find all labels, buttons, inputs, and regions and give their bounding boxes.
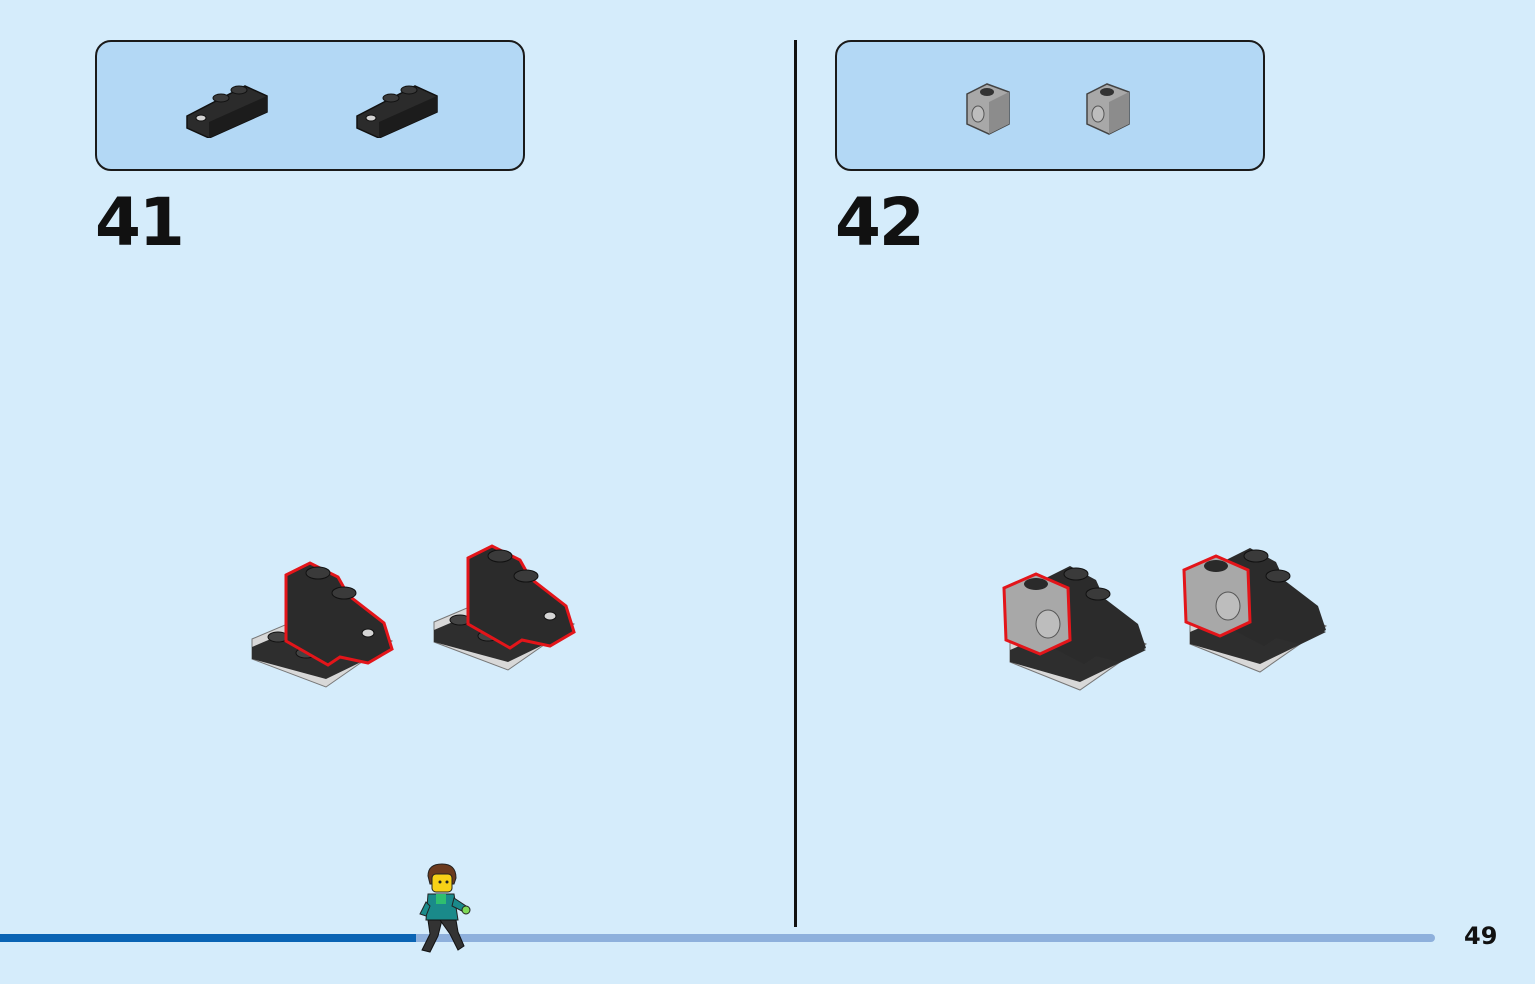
step-42-model-right <box>1182 548 1328 673</box>
step-41-model-right <box>433 544 576 671</box>
light-gray-1x1-technic-brick-icon <box>966 83 1010 135</box>
parts-callout-step-41 <box>95 40 525 171</box>
page-number: 49 <box>1464 922 1498 950</box>
walking-minifigure-icon <box>419 863 471 953</box>
page-divider <box>794 40 797 927</box>
progress-bar-fill <box>0 934 417 942</box>
step-42-model-left <box>1002 566 1148 691</box>
step-number-42: 42 <box>835 184 925 261</box>
progress-bar <box>0 934 1435 942</box>
parts-callout-step-42 <box>835 40 1265 171</box>
step-number-41: 41 <box>95 184 185 261</box>
black-1x2-plate-with-clip-icon <box>186 85 268 138</box>
light-gray-1x1-technic-brick-icon <box>1086 83 1130 135</box>
step-41-model-left <box>251 561 394 688</box>
black-1x2-plate-with-clip-icon <box>356 85 438 138</box>
